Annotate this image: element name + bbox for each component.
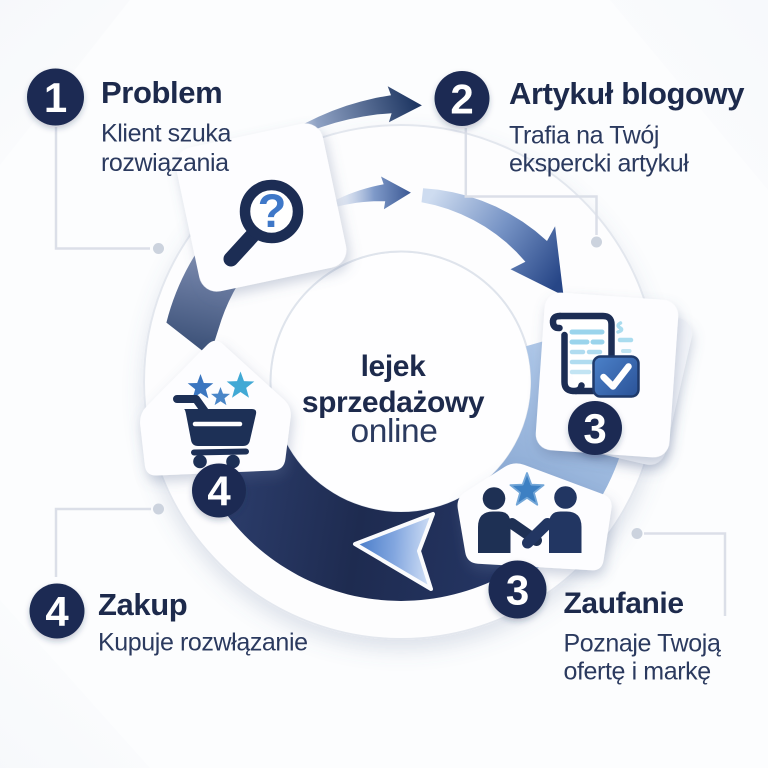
badge-circle (27, 68, 84, 126)
badge-number: 2 (450, 76, 473, 123)
person-right-head (554, 486, 577, 509)
cart-base-bar (191, 448, 249, 456)
panel-cart (140, 340, 291, 476)
connector-dot-2 (591, 236, 602, 248)
badge-number: 1 (44, 74, 67, 121)
star-icon (226, 371, 255, 398)
step-1-sub-line2: rozwiązania (101, 149, 229, 177)
cart-wheel-left (193, 454, 207, 469)
check-square (592, 355, 640, 398)
center-line-1: lejek (361, 350, 426, 383)
person-right-arm (522, 518, 553, 549)
document-curl (549, 312, 564, 332)
person-left-body (478, 511, 511, 553)
search-icon: ? (223, 179, 304, 267)
person-right-body (549, 511, 582, 553)
badge-step-4: 4 (29, 583, 85, 639)
cart-icon (173, 371, 257, 469)
step-1-title: Problem (101, 75, 222, 110)
badge-step-1: 1 (27, 68, 84, 126)
badge-circle (434, 71, 490, 126)
connector-3 (644, 532, 727, 616)
ring-segment-dark (195, 426, 548, 601)
step-2-title: Artykuł blogowy (509, 76, 745, 111)
step-4-sub-line1: Kupuje rozwłązanie (98, 629, 308, 657)
connector-2 (464, 128, 598, 235)
badge-circle (29, 583, 85, 639)
connector-dot-1 (153, 243, 164, 254)
badge-number: 4 (45, 588, 69, 635)
badge-step-2: 2 (434, 71, 490, 126)
step-3-title: Zaufanie (564, 587, 684, 620)
badge-number: 3 (583, 405, 606, 452)
badge-step-3: 3 (488, 560, 547, 619)
person-left-head (482, 487, 506, 510)
badge-circle (568, 401, 622, 455)
star-icon (211, 387, 230, 406)
connector-dot-3 (631, 528, 643, 539)
flow-arrow-top (267, 86, 422, 151)
cart-stars (187, 371, 255, 406)
step-4-title: Zakup (98, 587, 187, 622)
handshake-icon (478, 472, 582, 553)
connector-4 (54, 507, 151, 577)
badge-circle (488, 560, 547, 619)
step-1-sub-line1: Klient szuka (101, 120, 231, 148)
corner-tint-tr (610, 0, 768, 190)
magnifier-handle (223, 228, 260, 267)
star-icon (187, 374, 214, 399)
flow-arrowhead-bottom (353, 512, 435, 591)
step-2-sub-line1: Trafia na Twój (509, 122, 659, 150)
inner-disk (271, 252, 531, 512)
step-3-sub-line1: Poznaje Twoją (564, 630, 721, 658)
badges: 1 2 3 3 4 4 (27, 68, 622, 639)
connector-dot-4 (153, 503, 164, 515)
magnifier-lens (239, 179, 304, 244)
cart-basket (184, 409, 257, 446)
flow-arrow-swoosh (421, 188, 564, 296)
cart-wheel-right (226, 454, 240, 469)
step-1-text: Problem Klient szuka rozwiązania (101, 75, 232, 177)
document-left-edge (561, 331, 585, 395)
center-line-3: online (350, 413, 437, 450)
flow-arrow-mid (331, 176, 411, 210)
question-mark: ? (258, 184, 287, 237)
cart-handle (173, 395, 210, 417)
center-line-2: sprzedażowy (302, 386, 485, 419)
step-3-sub-line2: ofertę i markę (564, 658, 711, 686)
badge-ring-cart: 4 (192, 463, 246, 518)
center-text: lejek sprzedażowy online (302, 350, 485, 450)
badge-number: 4 (207, 468, 231, 515)
document-icon (549, 312, 640, 398)
star-icon (509, 472, 545, 506)
badge-ring-document: 3 (568, 401, 622, 455)
document-margin-mark (616, 321, 624, 334)
step-3-text: Zaufanie Poznaje Twoją ofertę i markę (564, 587, 722, 686)
badge-number: 3 (506, 567, 529, 614)
step-4-text: Zakup Kupuje rozwłązanie (98, 587, 308, 657)
step-2-text: Artykuł blogowy Trafia na Twój ekspercki… (509, 76, 746, 178)
badge-circle (192, 463, 246, 518)
corner-tint-bl (0, 600, 150, 768)
step-2-sub-line2: ekspercki artykuł (509, 150, 689, 178)
connector-lines (54, 127, 727, 616)
check-mark (600, 363, 632, 390)
connector-1 (54, 127, 150, 250)
